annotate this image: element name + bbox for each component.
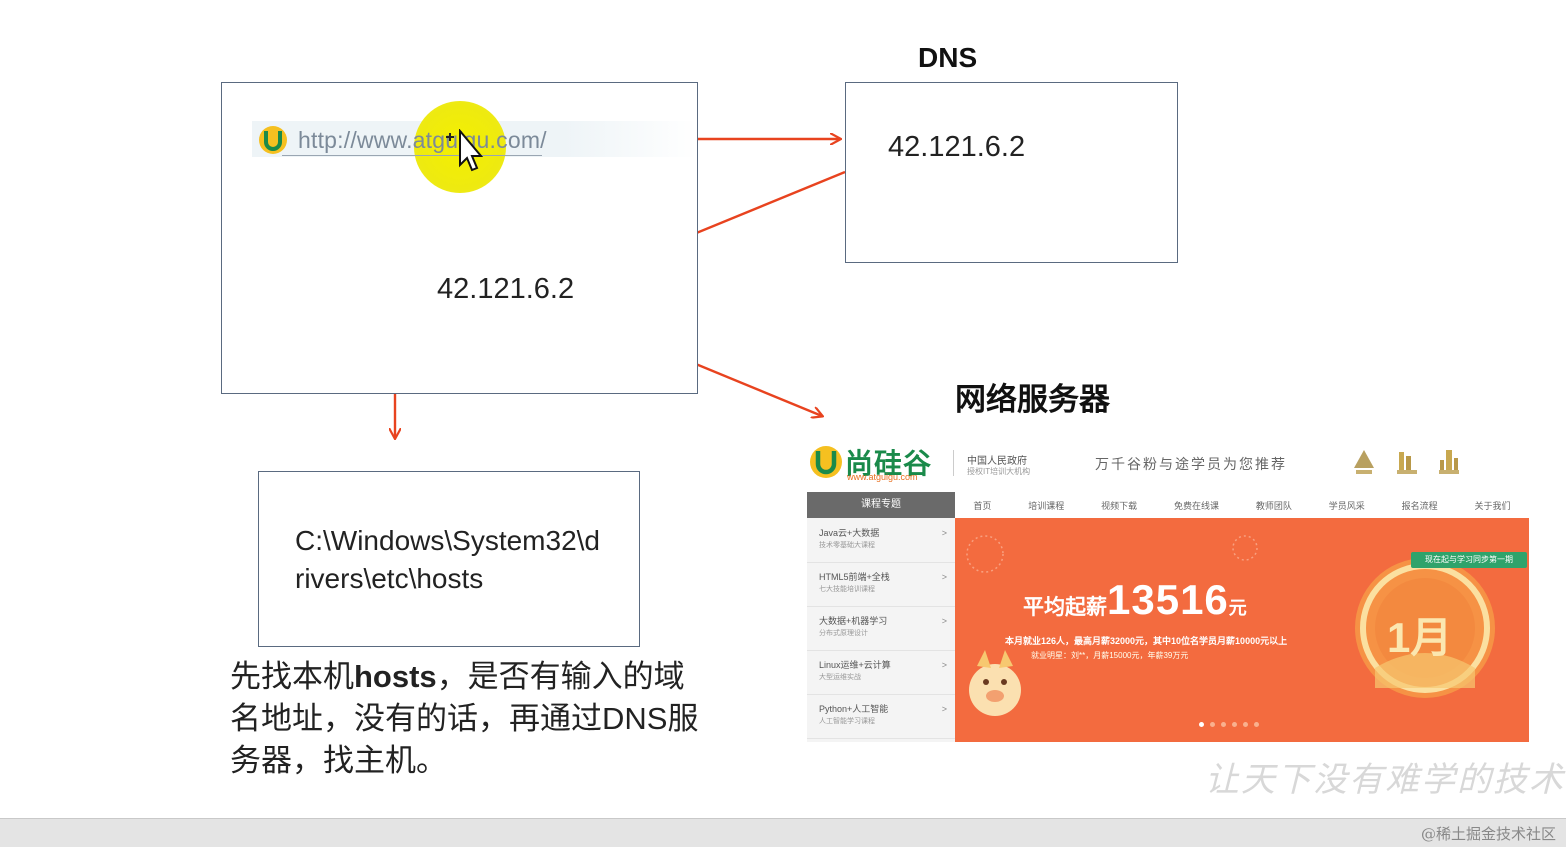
banner-line3: 就业明星：刘**，月薪15000元，年薪39万元 (1031, 651, 1189, 660)
watermark-slogan: 让天下没有难学的技术 (1205, 760, 1565, 800)
medal-icon (1439, 450, 1459, 474)
bottom-bar: @稀土掘金技术社区 (0, 818, 1566, 847)
carousel-dot[interactable] (1199, 722, 1204, 727)
course-sub: 人工智能学习课程 (819, 718, 875, 725)
site-logo-sub: www.atguigu.com (847, 472, 918, 482)
site-slogan: 万千谷粉与途学员为您推荐 (1095, 456, 1287, 472)
promo-banner[interactable]: 平均起薪13516元 本月就业126人，最高月薪32000元，其中10位名学员月… (955, 518, 1529, 742)
course-sub: 分布式原理设计 (819, 630, 868, 637)
site-tag1: 中国人民政府 (967, 456, 1027, 467)
hosts-box: C:\Windows\System32\drivers\etc\hosts (258, 471, 640, 647)
carousel-dots (1199, 722, 1259, 727)
browser-box: http://www.atguigu.com/ 42.121.6.2 (221, 82, 698, 394)
server-label: 网络服务器 (955, 382, 1110, 417)
banner-unit: 元 (1228, 598, 1247, 618)
chevron-right-icon: > (941, 572, 947, 582)
medal-icon (1354, 450, 1374, 474)
header-divider (953, 450, 954, 476)
nav-item[interactable]: 免费在线课 (1174, 500, 1220, 511)
course-title: HTML5前端+全栈 (819, 572, 890, 582)
sidebar-course-item[interactable]: 大数据+机器学习 分布式原理设计 > (807, 606, 955, 651)
sidebar-course-item[interactable]: Linux运维+云计算 大型运维实战 > (807, 650, 955, 695)
watermark-credit: @稀土掘金技术社区 (1420, 825, 1556, 843)
site-header: 尚硅谷 www.atguigu.com 中国人民政府 授权IT培训大机构 万千谷… (807, 436, 1529, 492)
chevron-right-icon: > (941, 616, 947, 626)
hosts-path: C:\Windows\System32\drivers\etc\hosts (295, 525, 600, 594)
sidebar-course-item[interactable]: Java云+大数据 技术零基础大课程 > (807, 518, 955, 563)
url-text[interactable]: http://www.atguigu.com/ (298, 127, 547, 153)
medal-icon (1397, 452, 1417, 474)
nav-item[interactable]: 视频下载 (1101, 500, 1138, 511)
nav-item[interactable]: 学员风采 (1328, 500, 1365, 511)
pig-mascot-icon (969, 650, 1021, 716)
carousel-dot[interactable] (1243, 722, 1248, 727)
dns-ip: 42.121.6.2 (888, 131, 1026, 163)
course-title: Java云+大数据 (819, 528, 880, 538)
chevron-right-icon: > (941, 528, 947, 538)
course-sidebar: Java云+大数据 技术零基础大课程 > HTML5前端+全栈 七大技能培训课程… (807, 518, 955, 742)
nav-item[interactable]: 培训课程 (1028, 500, 1065, 511)
atguigu-logo-icon (259, 126, 287, 154)
carousel-dot[interactable] (1232, 722, 1237, 727)
course-title: 大数据+机器学习 (819, 616, 888, 626)
banner-badge[interactable]: 现在起与学习同步第一期 (1411, 552, 1527, 568)
banner-salary: 13516 (1107, 576, 1229, 623)
site-tag2: 授权IT培训大机构 (967, 467, 1031, 476)
banner-month: 1月 (1387, 614, 1453, 661)
chevron-right-icon: > (941, 704, 947, 714)
dns-box: 42.121.6.2 (845, 82, 1178, 263)
banner-prefix: 平均起薪 (1023, 596, 1107, 619)
carousel-dot[interactable] (1210, 722, 1215, 727)
course-title: Linux运维+云计算 (819, 660, 891, 670)
site-logo-text[interactable]: 尚硅谷 (845, 448, 933, 479)
sidebar-course-item[interactable]: Python+人工智能 人工智能学习课程 > (807, 694, 955, 739)
carousel-dot[interactable] (1221, 722, 1226, 727)
nav-item[interactable]: 报名流程 (1401, 500, 1438, 511)
dns-label: DNS (918, 42, 978, 73)
course-title: Python+人工智能 (819, 704, 889, 714)
site-nav: 课程专题 首页 培训课程 视频下载 免费在线课 教师团队 学员风采 报名流程 关… (807, 492, 1529, 518)
atguigu-logo-icon (810, 446, 842, 478)
nav-category[interactable]: 课程专题 (807, 492, 955, 518)
note-part1: 先找本机 (230, 659, 354, 694)
banner-line2: 本月就业126人，最高月薪32000元，其中10位名学员月薪10000元以上 (1005, 636, 1288, 646)
hosts-note: 先找本机hosts，是否有输入的域名地址，没有的话，再通过DNS服务器，找主机。 (230, 656, 700, 782)
course-sub: 七大技能培训课程 (819, 586, 875, 593)
url-underline (282, 155, 542, 156)
banner-headline: 平均起薪13516元 (1023, 576, 1247, 624)
nav-item[interactable]: 教师团队 (1255, 500, 1292, 511)
nav-item[interactable]: 首页 (973, 500, 992, 511)
resolved-ip: 42.121.6.2 (437, 273, 575, 305)
note-bold: hosts (354, 659, 437, 694)
sidebar-course-item[interactable]: HTML5前端+全栈 七大技能培训课程 > (807, 562, 955, 607)
carousel-dot[interactable] (1254, 722, 1259, 727)
course-sub: 大型运维实战 (819, 674, 861, 681)
course-sub: 技术零基础大课程 (819, 542, 875, 549)
nav-item[interactable]: 关于我们 (1474, 500, 1511, 511)
note-part2: ，是否有输入的域名地址，没有的话，再通过DNS服务器，找主机。 (230, 659, 699, 778)
banner-decoration (966, 535, 1495, 716)
nav-items: 首页 培训课程 视频下载 免费在线课 教师团队 学员风采 报名流程 关于我们 (955, 492, 1529, 518)
website-screenshot: 尚硅谷 www.atguigu.com 中国人民政府 授权IT培训大机构 万千谷… (807, 436, 1529, 742)
mouse-cursor-icon (446, 129, 484, 172)
chevron-right-icon: > (941, 660, 947, 670)
